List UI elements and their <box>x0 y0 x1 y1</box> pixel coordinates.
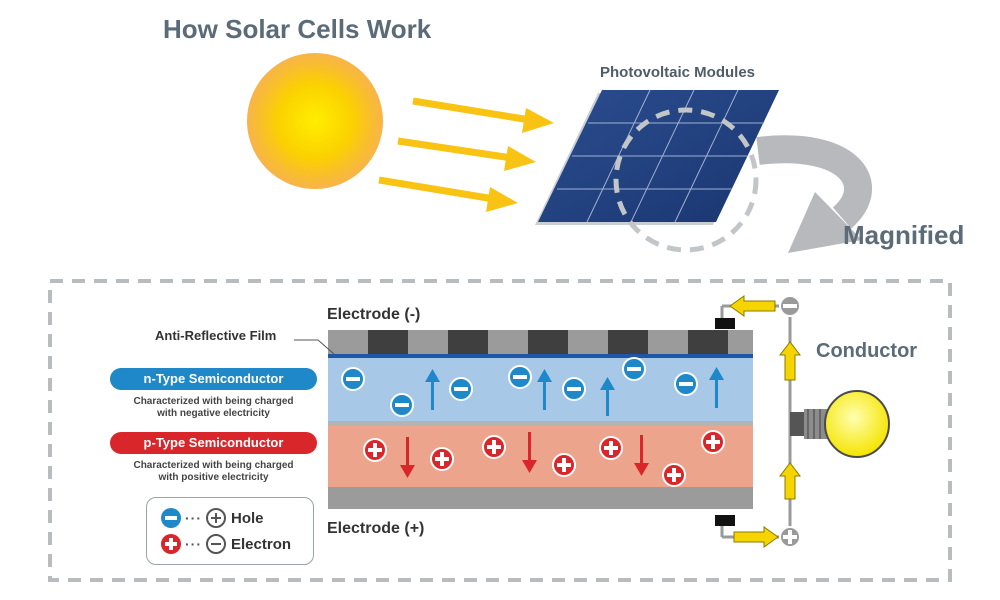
up-arrow <box>537 369 552 410</box>
down-arrow <box>634 435 649 476</box>
magnified-arrow <box>756 135 872 253</box>
anti-reflective-film-label: Anti-Reflective Film <box>155 328 277 343</box>
ray-arrow <box>397 137 536 171</box>
electron-minus-marks <box>346 367 693 407</box>
conductor-circuit <box>715 295 890 548</box>
conductor-label: Conductor <box>816 340 918 362</box>
current-arrow-up <box>778 341 802 381</box>
electrode-positive-label: Electrode (+) <box>327 520 425 537</box>
p-type-semiconductor-badge: p-Type Semiconductor <box>110 432 317 454</box>
legend-electron-label: Electron <box>231 535 292 553</box>
up-arrow <box>709 367 724 408</box>
legend-dots: ··· <box>185 536 202 552</box>
page-title: How Solar Cells Work <box>163 14 432 44</box>
down-arrow <box>400 437 415 478</box>
electron-flow-arrows <box>425 367 724 416</box>
cell-cross-section <box>328 330 753 509</box>
anti-reflective-film <box>328 354 753 358</box>
solar-panel-icon <box>535 89 779 225</box>
n-type-desc-line1: Characterized with being charged <box>133 396 294 407</box>
legend-row-hole: ··· Hole <box>161 506 264 530</box>
anti-reflective-leader <box>294 339 335 355</box>
sun-icon <box>247 53 383 189</box>
bottom-electrode <box>328 487 753 509</box>
p-type-desc-line1: Characterized with being charged <box>133 460 294 471</box>
legend-dots: ··· <box>185 510 202 526</box>
magnify-circle <box>613 107 759 253</box>
top-electrode-segments <box>368 330 728 354</box>
hole-plus-marks <box>368 435 720 482</box>
n-type-semiconductor-badge: n-Type Semiconductor <box>110 368 317 390</box>
electron-minus-outline-icon <box>206 534 226 554</box>
hole-plus-icon <box>161 534 181 554</box>
legend-box: ··· Hole ··· Electron <box>146 497 314 565</box>
up-arrow <box>600 377 615 416</box>
plus-terminal-icon <box>779 526 801 548</box>
p-type-layer <box>328 426 753 487</box>
legend-row-electron: ··· Electron <box>161 532 291 556</box>
hole-plus-outline-icon <box>206 508 226 528</box>
magnified-label: Magnified <box>843 220 965 250</box>
current-arrows <box>729 295 802 548</box>
up-arrow <box>425 369 440 410</box>
sun-rays <box>378 97 554 212</box>
junction-layer <box>328 421 753 426</box>
current-arrow-right <box>733 526 779 548</box>
ray-arrow <box>412 97 554 133</box>
ray-arrow <box>378 176 518 212</box>
minus-terminal-icon <box>779 295 801 317</box>
zoom-box <box>48 279 952 582</box>
photovoltaic-modules-label: Photovoltaic Modules <box>600 64 756 81</box>
n-type-description: Characterized with being charged with ne… <box>110 396 317 420</box>
top-contact <box>715 318 735 329</box>
legend-hole-label: Hole <box>231 509 264 527</box>
light-bulb-icon <box>790 390 890 458</box>
n-type-desc-line2: with negative electricity <box>157 408 270 419</box>
electrode-negative-label: Electrode (-) <box>327 306 421 323</box>
hole-flow-arrows <box>400 432 649 478</box>
electron-minus-icon <box>161 508 181 528</box>
bottom-contact <box>715 515 735 526</box>
current-arrow-left <box>729 295 776 317</box>
p-type-description: Characterized with being charged with po… <box>110 460 317 484</box>
p-type-desc-line2: with positive electricity <box>158 472 269 483</box>
current-arrow-up <box>778 462 802 500</box>
down-arrow <box>522 432 537 473</box>
